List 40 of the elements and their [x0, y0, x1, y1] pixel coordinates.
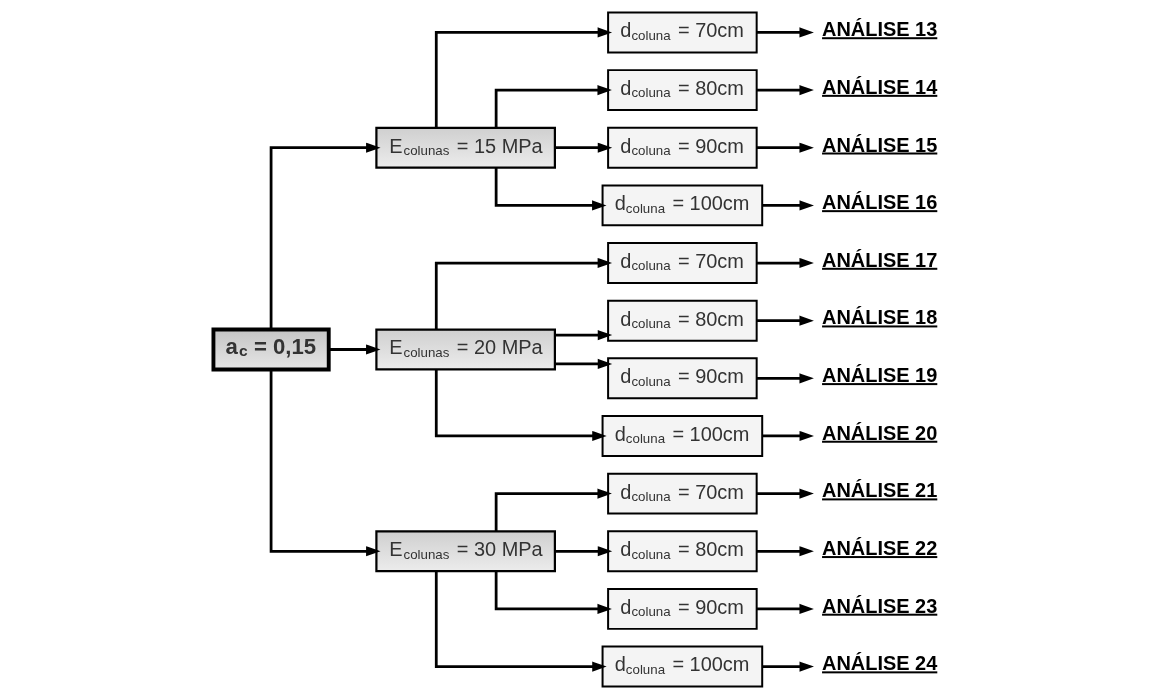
node-text: ANÁLISE 17 — [822, 248, 938, 271]
arrow — [494, 167, 607, 211]
arrow — [494, 571, 612, 614]
arrow — [756, 488, 814, 499]
arrow — [555, 546, 613, 557]
arrow — [328, 344, 381, 355]
arrow — [762, 430, 814, 442]
node-text: ANÁLISE 15 — [822, 133, 938, 156]
arrow — [434, 571, 607, 672]
arrow — [269, 142, 381, 330]
node-text: ANÁLISE 13 — [822, 18, 938, 41]
node-text: ANÁLISE 23 — [822, 594, 938, 617]
node-text: ANÁLISE 21 — [822, 479, 938, 502]
arrow — [756, 373, 814, 384]
arrow — [434, 27, 613, 128]
arrow — [762, 661, 814, 672]
arrow — [555, 358, 613, 369]
arrow — [756, 257, 814, 269]
arrow — [269, 369, 381, 557]
node-text: ANÁLISE 18 — [822, 306, 938, 329]
arrow — [494, 85, 612, 128]
node-box: ac = 0,15 — [211, 327, 331, 372]
arrow — [555, 142, 613, 153]
node-text: ANÁLISE 24 — [822, 652, 938, 675]
arrow — [756, 85, 814, 96]
arrow — [756, 142, 814, 153]
arrow — [762, 200, 814, 211]
arrow — [434, 257, 613, 330]
arrow — [555, 330, 613, 341]
node-text: ANÁLISE 19 — [822, 364, 938, 387]
arrow — [756, 27, 814, 38]
node-text: ANÁLISE 14 — [822, 75, 938, 98]
arrow — [756, 603, 814, 614]
arrow — [756, 546, 814, 557]
node-text: ANÁLISE 22 — [822, 537, 938, 560]
arrow — [756, 315, 814, 326]
arrow — [494, 488, 612, 532]
node-text: ANÁLISE 16 — [822, 191, 938, 214]
arrow — [434, 369, 607, 442]
node-text: ANÁLISE 20 — [822, 421, 938, 444]
